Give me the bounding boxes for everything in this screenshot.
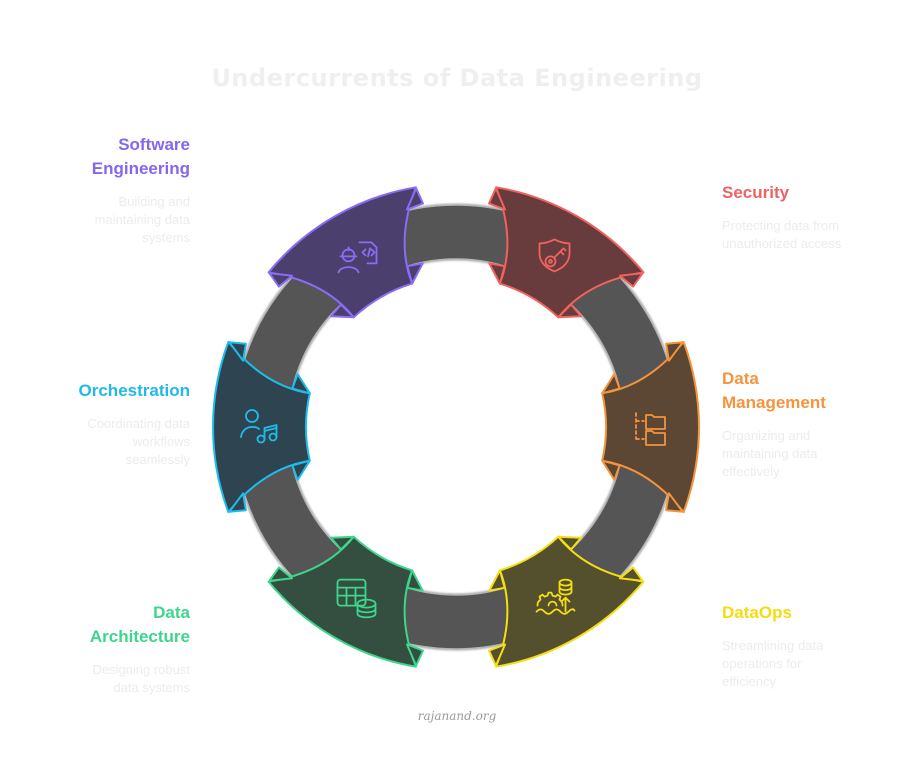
- segment-security: [488, 186, 645, 319]
- fold-flap: [228, 492, 247, 513]
- desc-line: operations for: [722, 656, 802, 671]
- fold-flap: [557, 303, 583, 319]
- desc-line: Protecting data from: [722, 218, 840, 233]
- fold-flap: [268, 272, 294, 288]
- label-description: Protecting data from unauthorized access: [722, 217, 872, 253]
- fold-flap: [601, 373, 621, 395]
- desc-line: data systems: [113, 680, 190, 695]
- title-line: Security: [722, 183, 790, 202]
- fold-flap: [228, 341, 247, 362]
- label-title: Data Architecture: [0, 601, 190, 649]
- diagram-title: Undercurrents of Data Engineering: [211, 64, 703, 92]
- label-description: Coordinating data workflows seamlessly: [0, 415, 190, 469]
- label-software-engineering: Software Engineering Building and mainta…: [0, 133, 190, 247]
- segment-data-architecture: [267, 535, 424, 668]
- label-description: Building and maintaining data systems: [0, 193, 190, 247]
- desc-line: unauthorized access: [722, 236, 842, 251]
- fold-flap: [665, 341, 684, 362]
- fold-flap: [601, 459, 621, 481]
- label-title: Security: [722, 181, 912, 205]
- segment-orchestration: [212, 340, 311, 514]
- label-title: Orchestration: [0, 379, 190, 403]
- gear-database-flow-icon: [535, 578, 576, 615]
- desc-line: Organizing and: [722, 428, 811, 443]
- fold-flap: [406, 262, 424, 285]
- fold-flap: [488, 262, 506, 285]
- footer-credit: rajanand.org: [417, 709, 497, 723]
- person-music-icon: [240, 409, 278, 444]
- fold-flap: [291, 373, 311, 395]
- desc-line: workflows: [132, 434, 190, 449]
- segment-data-management: [601, 340, 700, 514]
- fold-flap: [291, 459, 311, 481]
- title-line: Software: [118, 135, 190, 154]
- label-dataops: DataOps Streamlining data operations for…: [722, 601, 912, 691]
- fold-flap: [329, 303, 355, 319]
- desc-line: Streamlining data: [722, 638, 824, 653]
- fold-flap: [329, 535, 355, 551]
- title-line: Engineering: [91, 159, 190, 178]
- engineer-code-icon: [337, 241, 378, 274]
- title-line: Architecture: [89, 627, 190, 646]
- label-description: Designing robust data systems: [0, 661, 190, 697]
- desc-line: Coordinating data: [87, 416, 190, 431]
- label-title: Data Management: [722, 367, 912, 415]
- desc-line: Designing robust: [92, 662, 190, 677]
- fold-flap: [618, 566, 644, 582]
- title-line: Data: [722, 369, 759, 388]
- title-line: DataOps: [722, 603, 792, 622]
- fold-flap: [406, 187, 424, 211]
- fold-flap: [268, 566, 294, 582]
- desc-line: Building and: [118, 194, 190, 209]
- desc-line: maintaining data: [722, 446, 818, 461]
- fold-flap: [665, 492, 684, 513]
- fold-flap: [488, 187, 506, 211]
- title-line: Orchestration: [78, 381, 190, 400]
- segment-dataops: [488, 535, 645, 668]
- fold-flap: [406, 643, 424, 667]
- fold-flap: [488, 569, 506, 592]
- label-data-architecture: Data Architecture Designing robust data …: [0, 601, 190, 697]
- label-title: DataOps: [722, 601, 912, 625]
- fold-flap: [488, 643, 506, 667]
- segment-software-engineering: [267, 186, 424, 319]
- table-database-icon: [336, 578, 377, 619]
- shield-key-icon: [538, 238, 571, 273]
- fold-flap: [557, 535, 583, 551]
- fold-flap: [406, 569, 424, 592]
- title-line: Management: [722, 393, 826, 412]
- desc-line: efficiency: [722, 674, 776, 689]
- label-data-management: Data Management Organizing and maintaini…: [722, 367, 912, 481]
- label-orchestration: Orchestration Coordinating data workflow…: [0, 379, 190, 469]
- desc-line: seamlessly: [125, 452, 190, 467]
- title-line: Data: [153, 603, 190, 622]
- label-security: Security Protecting data from unauthoriz…: [722, 181, 912, 253]
- desc-line: effectively: [722, 464, 780, 479]
- fold-flap: [618, 272, 644, 288]
- desc-line: maintaining data: [94, 212, 190, 227]
- label-description: Organizing and maintaining data effectiv…: [722, 427, 912, 481]
- label-title: Software Engineering: [0, 133, 190, 181]
- label-description: Streamlining data operations for efficie…: [722, 637, 912, 691]
- desc-line: systems: [142, 230, 190, 245]
- folder-tree-icon: [635, 412, 666, 446]
